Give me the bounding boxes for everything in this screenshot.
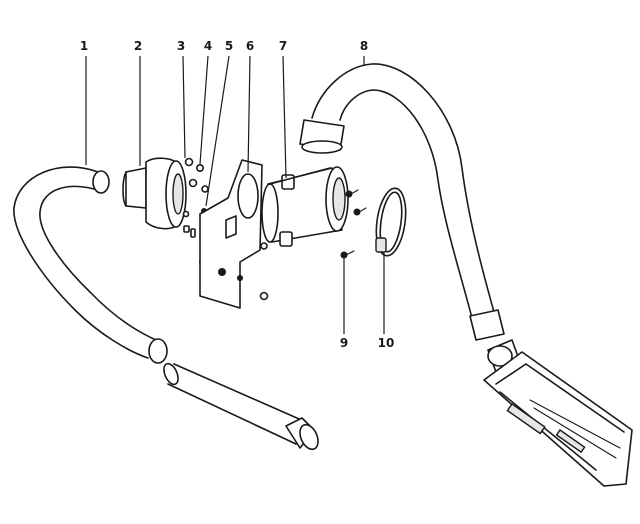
- callout-10: 10: [378, 252, 395, 350]
- straight-extension-tube: [163, 362, 319, 451]
- callout-2: 2: [134, 39, 142, 166]
- callout-6: 6: [246, 39, 254, 173]
- part-10-hose-clamp: [375, 187, 407, 257]
- callout-number-3: 3: [177, 39, 185, 53]
- part-6-mounting-plate: [199, 159, 269, 309]
- part-2-connector-sleeve: [122, 157, 187, 230]
- callout-8: 8: [360, 39, 368, 66]
- callout-number-8: 8: [360, 39, 368, 53]
- callout-number-2: 2: [134, 39, 142, 53]
- callout-number-4: 4: [204, 39, 212, 53]
- callout-1: 1: [80, 39, 88, 165]
- callout-4: 4: [199, 39, 212, 165]
- callout-number-6: 6: [246, 39, 254, 53]
- part-8-bent-hose-nozzle: [299, 63, 633, 487]
- parts-3-4-nuts-washers: [182, 157, 209, 238]
- part-1-bent-hose: [13, 166, 168, 364]
- callout-number-10: 10: [378, 336, 395, 350]
- callout-number-5: 5: [225, 39, 233, 53]
- callout-number-9: 9: [340, 336, 348, 350]
- part-7-flanged-tube: [261, 166, 349, 247]
- callout-9: 9: [340, 258, 348, 350]
- callout-7: 7: [279, 39, 287, 179]
- callout-number-1: 1: [80, 39, 88, 53]
- callout-number-7: 7: [279, 39, 287, 53]
- callout-3: 3: [177, 39, 186, 159]
- callout-5: 5: [205, 39, 233, 207]
- part-9-screws: [340, 189, 367, 259]
